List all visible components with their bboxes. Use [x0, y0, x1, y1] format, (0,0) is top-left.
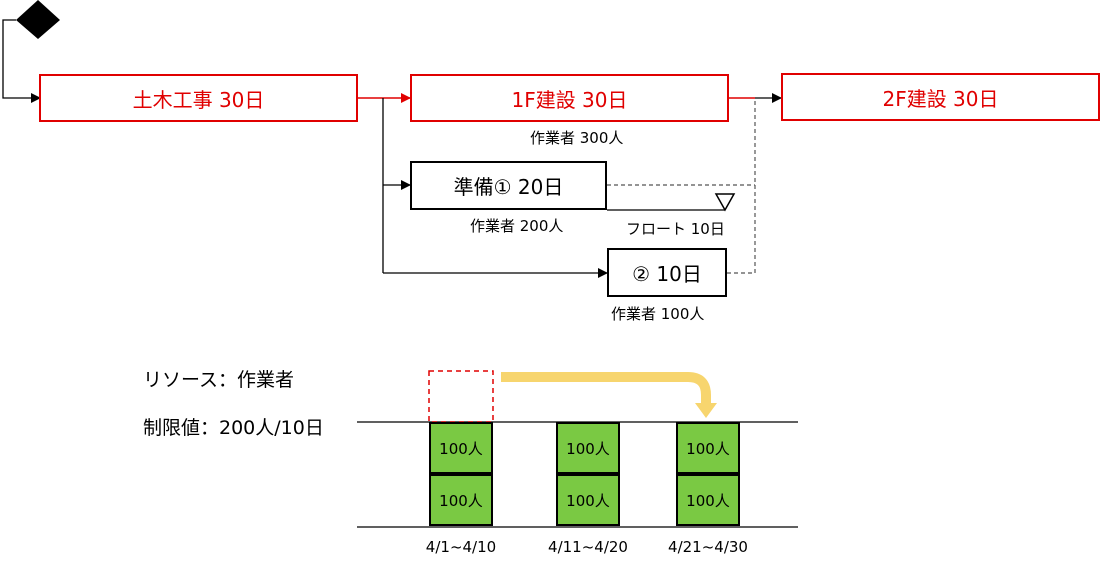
1f-workers-label: 作業者 300人: [530, 129, 624, 147]
bar-period2-bottom: 100人: [556, 474, 620, 526]
bar-period2-top: 100人: [556, 422, 620, 474]
resource-limit: 制限値：200人/10日: [143, 417, 324, 439]
shift-arrow: [501, 372, 711, 404]
task-2f-label: 2F建設 30日: [882, 86, 999, 111]
start-connector: [2, 19, 41, 103]
task-prep-1: 準備① 20日: [410, 161, 607, 210]
bar-period3-bottom: 100人: [676, 474, 740, 526]
bar-period3-top: 100人: [676, 422, 740, 474]
task-civil-works: 土木工事 30日: [39, 74, 358, 122]
task-prep2-label: ② 10日: [632, 262, 702, 286]
task-1f-label: 1F建設 30日: [511, 87, 628, 112]
prep1-workers-label: 作業者 200人: [470, 217, 564, 235]
prep2-dashed: [727, 98, 756, 274]
task-civil-label: 土木工事 30日: [132, 87, 265, 112]
period-label-2: 4/11~4/20: [548, 538, 628, 556]
float-triangle: [714, 193, 736, 212]
prep2-workers-label: 作業者 100人: [611, 305, 705, 323]
float-label: フロート 10日: [626, 220, 725, 238]
shift-arrow-head: [695, 403, 717, 418]
task-prep-2: ② 10日: [607, 248, 727, 297]
period-label-3: 4/21~4/30: [668, 538, 748, 556]
task-1f-construction: 1F建設 30日: [410, 74, 729, 122]
moved-block-outline: [428, 370, 494, 423]
resource-title: リソース：作業者: [143, 369, 295, 391]
bar-period1-bottom: 100人: [429, 474, 493, 526]
period-label-1: 4/1~4/10: [425, 538, 497, 556]
task-2f-construction: 2F建設 30日: [781, 73, 1100, 121]
start-diamond: [16, 0, 60, 39]
bar-period1-top: 100人: [429, 422, 493, 474]
task-prep1-label: 準備① 20日: [453, 175, 564, 199]
